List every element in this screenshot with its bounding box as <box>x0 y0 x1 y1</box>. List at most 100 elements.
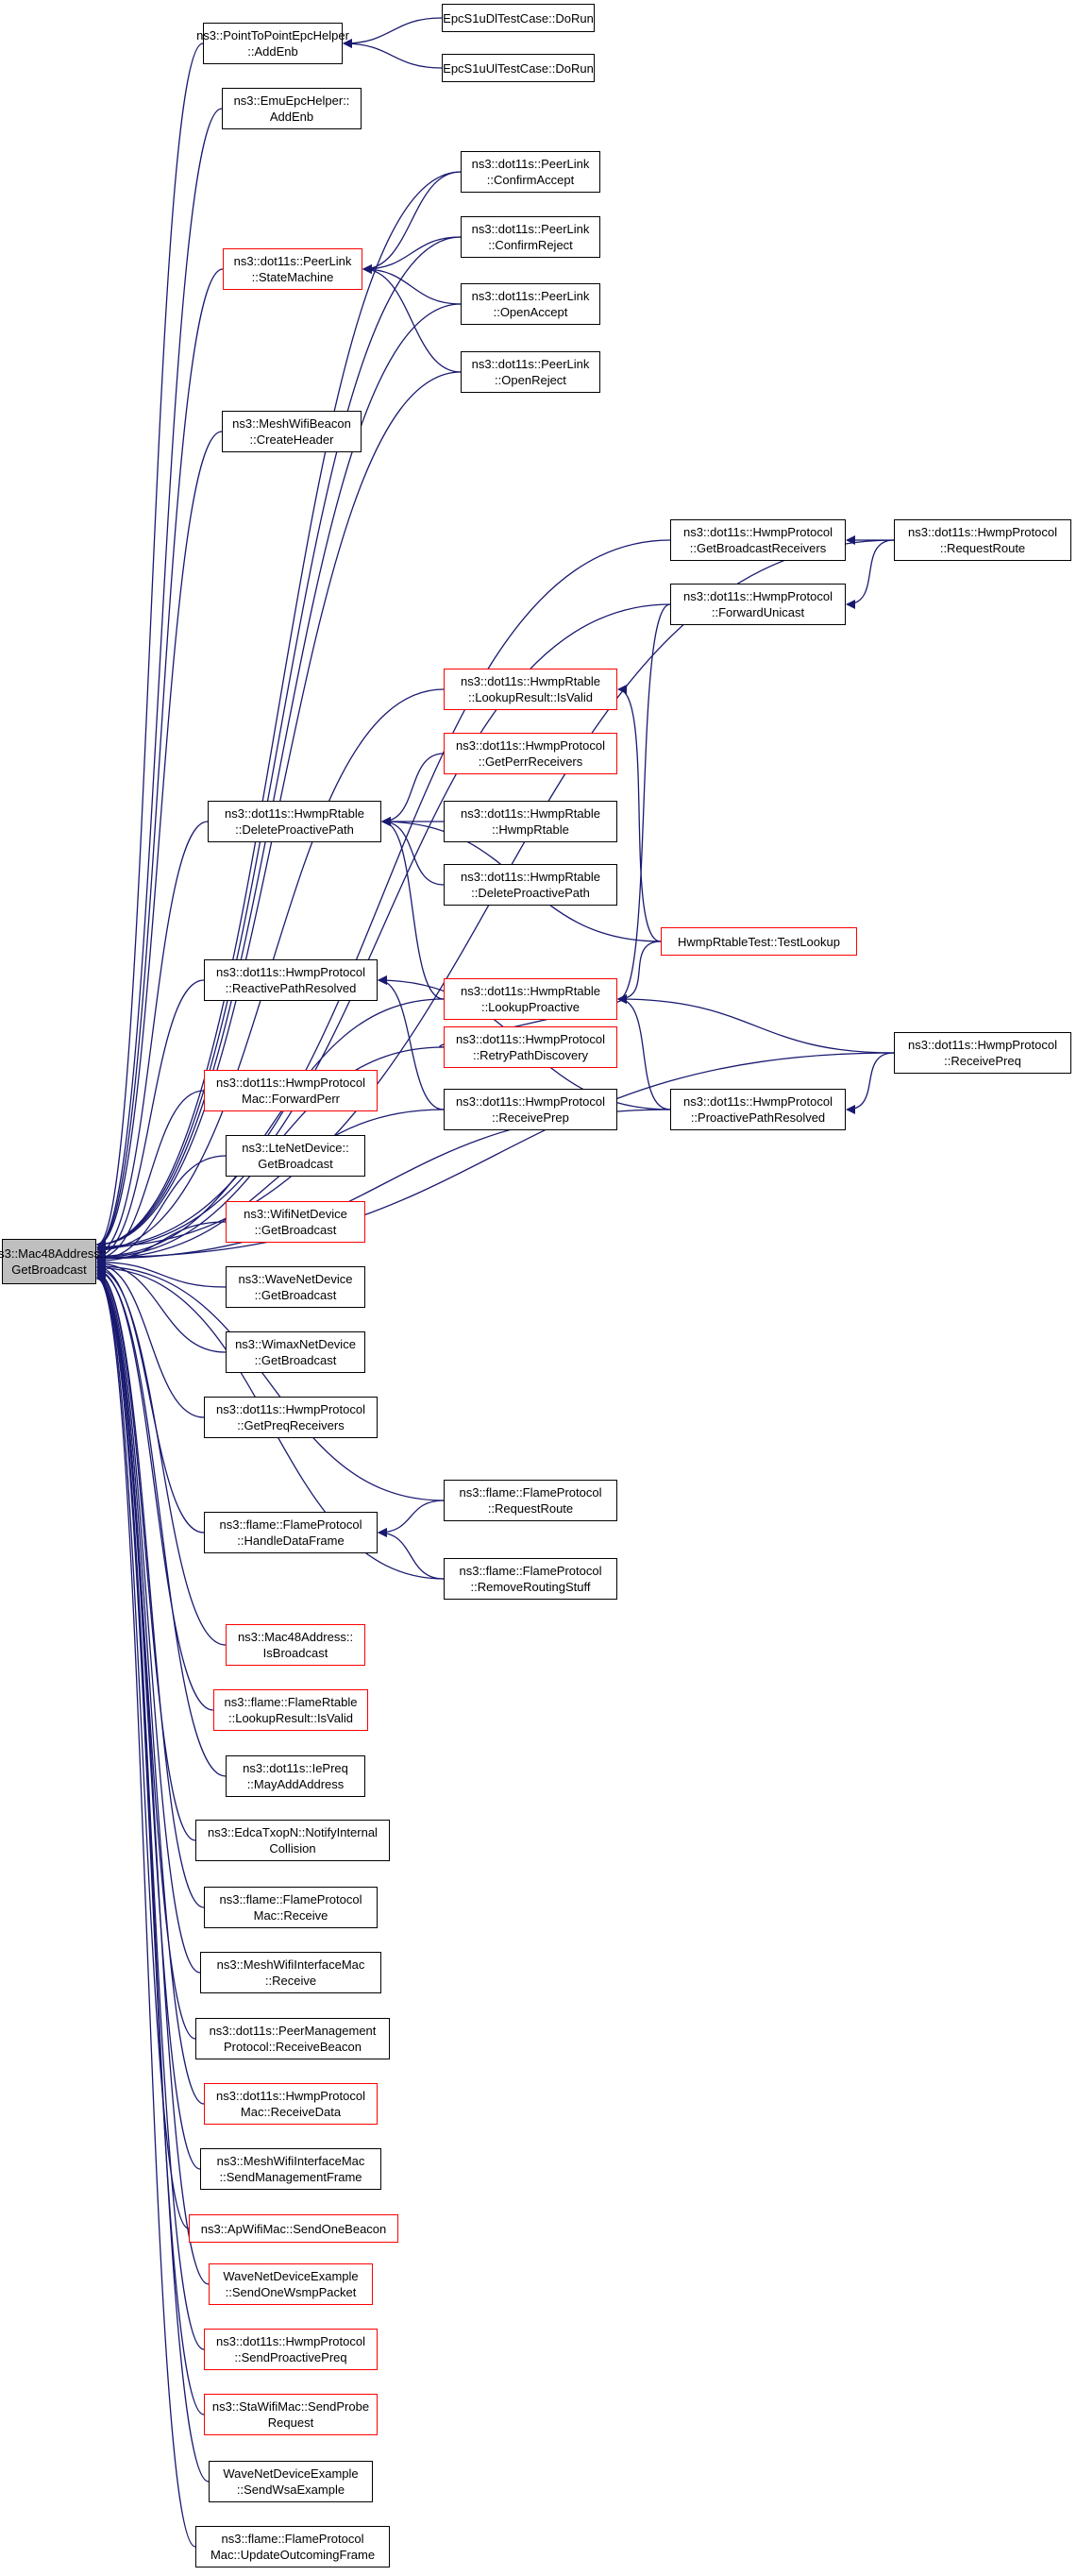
node-hp-sendproactivepreq[interactable]: ns3::dot11s::HwmpProtocol::SendProactive… <box>204 2329 378 2370</box>
node-label-line: WaveNetDeviceExample <box>223 2466 359 2481</box>
node-label-line: ns3::dot11s::HwmpProtocol <box>456 1032 605 1046</box>
node-hp-requestroute[interactable]: ns3::dot11s::HwmpProtocol::RequestRoute <box>894 519 1071 561</box>
node-hr-deleteproactivepath2[interactable]: ns3::dot11s::HwmpRtable::DeleteProactive… <box>444 864 617 906</box>
edge-hp_getperrreceivers-to-hr_deleteproactivepath <box>381 753 445 826</box>
edge-hp_receivepreq-to-hr_lookupproactive <box>617 994 895 1054</box>
node-hr-deleteproactivepath[interactable]: ns3::dot11s::HwmpRtable::DeleteProactive… <box>208 801 381 842</box>
node-hp-receivepreq[interactable]: ns3::dot11s::HwmpProtocol::ReceivePreq <box>894 1032 1071 1074</box>
edge-hp_receiveprep-to-root <box>96 1109 445 1263</box>
node-label-line: ns3::dot11s::HwmpProtocol <box>216 2089 365 2103</box>
node-label-line: ::HwmpRtable <box>492 822 569 837</box>
node-hr-hwmprtable[interactable]: ns3::dot11s::HwmpRtable::HwmpRtable <box>444 801 617 842</box>
node-pl-statemachine[interactable]: ns3::dot11s::PeerLink::StateMachine <box>223 248 362 290</box>
node-p2p-addenb[interactable]: ns3::PointToPointEpcHelper::AddEnb <box>196 23 349 64</box>
node-fp-removeroutingstuff[interactable]: ns3::flame::FlameProtocol::RemoveRouting… <box>444 1558 617 1600</box>
node-label-line: ::SendManagementFrame <box>219 2170 362 2184</box>
node-emu-addenb[interactable]: ns3::EmuEpcHelper::AddEnb <box>222 88 362 129</box>
edge-hp_forwardunicast-to-root <box>96 603 671 1254</box>
node-mwim-receive[interactable]: ns3::MeshWifiInterfaceMac::Receive <box>200 1952 381 1993</box>
node-mwim-sendmanagementframe[interactable]: ns3::MeshWifiInterfaceMac::SendManagemen… <box>200 2148 381 2190</box>
node-label-line: ns3::dot11s::PeerLink <box>233 254 352 268</box>
node-fp-requestroute[interactable]: ns3::flame::FlameProtocol::RequestRoute <box>444 1480 617 1521</box>
node-pl-confirmreject[interactable]: ns3::dot11s::PeerLink::ConfirmReject <box>461 216 600 258</box>
node-mac48-isbroadcast[interactable]: ns3::Mac48Address::IsBroadcast <box>226 1624 365 1666</box>
node-label-line: ::LookupResult::IsValid <box>467 690 593 704</box>
node-wnde-sendonewsmppacket[interactable]: WaveNetDeviceExample::SendOneWsmpPacket <box>209 2263 373 2305</box>
node-fr-lr-isvalid[interactable]: ns3::flame::FlameRtable::LookupResult::I… <box>213 1689 368 1731</box>
node-wave-getbroadcast[interactable]: ns3::WaveNetDevice::GetBroadcast <box>226 1266 365 1308</box>
node-hp-forwardunicast[interactable]: ns3::dot11s::HwmpProtocol::ForwardUnicas… <box>670 584 846 625</box>
node-label-line: ns3::dot11s::HwmpRtable <box>461 674 600 688</box>
node-hp-getpreqreceivers[interactable]: ns3::dot11s::HwmpProtocol::GetPreqReceiv… <box>204 1397 378 1438</box>
node-label-line: ns3::dot11s::HwmpProtocol <box>908 1038 1057 1052</box>
edge-fpm_receive-to-root <box>96 1269 205 1908</box>
node-label-line: ns3::dot11s::HwmpRtable <box>461 984 600 998</box>
edge-hr_lookupproactive-to-hr_deleteproactivepath <box>381 817 445 1000</box>
node-label-line: ns3::dot11s::HwmpProtocol <box>216 1402 365 1416</box>
edge-ul_dorun-to-p2p_addenb <box>343 39 443 69</box>
node-label-line: ns3::MeshWifiInterfaceMac <box>216 1957 365 1972</box>
node-label-line: ns3::PointToPointEpcHelper <box>196 28 349 42</box>
node-label-line: Protocol::ReceiveBeacon <box>224 2040 362 2054</box>
node-pl-openreject[interactable]: ns3::dot11s::PeerLink::OpenReject <box>461 351 600 393</box>
node-hp-retrypathdiscovery[interactable]: ns3::dot11s::HwmpProtocol::RetryPathDisc… <box>444 1026 617 1068</box>
node-label-line: ::SendOneWsmpPacket <box>225 2285 357 2299</box>
node-pl-openaccept[interactable]: ns3::dot11s::PeerLink::OpenAccept <box>461 283 600 325</box>
edge-hp_proactivepathresolved-to-hr_lookupproactive <box>617 994 671 1110</box>
node-hp-getbroadcastreceivers[interactable]: ns3::dot11s::HwmpProtocol::GetBroadcastR… <box>670 519 846 561</box>
edge-wifi_getbroadcast-to-root <box>96 1221 227 1266</box>
node-label-line: ::RetryPathDiscovery <box>472 1048 589 1062</box>
node-label-line: ns3::dot11s::PeerLink <box>471 357 590 371</box>
root-node: ns3::Mac48Address::GetBroadcast <box>0 1239 107 1284</box>
node-mwb-createheader[interactable]: ns3::MeshWifiBeacon::CreateHeader <box>222 411 362 452</box>
node-wifi-getbroadcast[interactable]: ns3::WifiNetDevice::GetBroadcast <box>226 1201 365 1243</box>
node-label-line: ::OpenReject <box>495 373 566 387</box>
node-hrt-testlookup[interactable]: HwmpRtableTest::TestLookup <box>661 927 857 956</box>
node-label-line: ns3::dot11s::HwmpProtocol <box>683 1094 833 1109</box>
edge-fp_requestroute-to-fp_handledataframe <box>378 1500 445 1537</box>
node-label-line: ::RemoveRoutingStuff <box>470 1580 591 1594</box>
node-label-line: ::DeleteProactivePath <box>471 886 590 900</box>
node-hr-lr-isvalid[interactable]: ns3::dot11s::HwmpRtable::LookupResult::I… <box>444 669 617 710</box>
node-ul-dorun[interactable]: EpcS1uUlTestCase::DoRun <box>442 54 595 82</box>
edge-pl_openaccept-to-pl_statemachine <box>362 264 462 305</box>
node-label-line: ns3::dot11s::HwmpRtable <box>461 870 600 884</box>
node-apwm-sendonebeacon[interactable]: ns3::ApWifiMac::SendOneBeacon <box>189 2214 398 2243</box>
node-wnde-sendwsaexample[interactable]: WaveNetDeviceExample::SendWsaExample <box>209 2461 373 2502</box>
node-label-line: ns3::dot11s::HwmpProtocol <box>216 965 365 979</box>
node-dl-dorun[interactable]: EpcS1uDlTestCase::DoRun <box>442 4 595 32</box>
node-label-line: ns3::flame::FlameRtable <box>224 1695 358 1709</box>
node-label-line: AddEnb <box>269 110 314 124</box>
node-iepreq-mayaddaddress[interactable]: ns3::dot11s::IePreq::MayAddAddress <box>226 1755 365 1797</box>
node-label-line: IsBroadcast <box>262 1646 328 1660</box>
edge-p2p_addenb-to-root <box>96 42 204 1249</box>
node-label-line: ::ConfirmReject <box>488 238 573 252</box>
node-wimax-getbroadcast[interactable]: ns3::WimaxNetDevice::GetBroadcast <box>226 1331 365 1373</box>
node-lte-getbroadcast[interactable]: ns3::LteNetDevice::GetBroadcast <box>226 1135 365 1177</box>
edge-hr_lookupproactive-to-root <box>96 998 445 1262</box>
node-fp-handledataframe[interactable]: ns3::flame::FlameProtocol::HandleDataFra… <box>204 1512 378 1553</box>
node-hp-receiveprep[interactable]: ns3::dot11s::HwmpProtocol::ReceivePrep <box>444 1089 617 1130</box>
edge-fp_removeroutingstuff-to-fp_handledataframe <box>378 1528 445 1580</box>
edge-fpm_updateoutcomingframe-to-root <box>96 1274 196 2548</box>
node-hr-lookupproactive[interactable]: ns3::dot11s::HwmpRtable::LookupProactive <box>444 978 617 1020</box>
node-hp-reactivepathresolved[interactable]: ns3::dot11s::HwmpProtocol::ReactivePathR… <box>204 959 378 1001</box>
node-label-line: ::ReceivePreq <box>944 1054 1021 1068</box>
node-label-line: ns3::ApWifiMac::SendOneBeacon <box>200 2221 387 2236</box>
node-label-line: ns3::flame::FlameProtocol <box>221 2532 364 2546</box>
node-label-line: Mac::ReceiveData <box>240 2105 342 2119</box>
node-label-line: ns3::Mac48Address:: <box>0 1246 108 1261</box>
edge-hr_deleteproactivepath-to-root <box>96 821 209 1258</box>
node-label-line: ::ReceivePrep <box>492 1110 569 1125</box>
node-hp-proactivepathresolved[interactable]: ns3::dot11s::HwmpProtocol::ProactivePath… <box>670 1089 846 1130</box>
node-hp-getperrreceivers[interactable]: ns3::dot11s::HwmpProtocol::GetPerrReceiv… <box>444 733 617 774</box>
node-pl-confirmaccept[interactable]: ns3::dot11s::PeerLink::ConfirmAccept <box>461 151 600 193</box>
